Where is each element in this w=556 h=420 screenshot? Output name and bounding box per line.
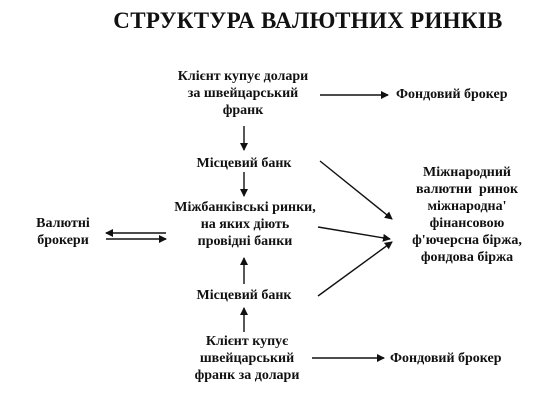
- diagram-title: СТРУКТУРА ВАЛЮТНИХ РИНКІВ: [113, 8, 503, 33]
- node-interbank-markets: Міжбанківські ринки, на яких діють прові…: [174, 200, 316, 249]
- node-client-buys-francs: Клієнт купує швейцарський франк за долар…: [194, 334, 300, 383]
- node-local-bank-bottom: Місцевий банк: [196, 288, 292, 303]
- node-international-market: Міжнародний валютни ринок міжнародна' фі…: [412, 165, 522, 265]
- node-client-buys-dollars: Клієнт купує долари за швейцарський фран…: [177, 69, 309, 118]
- node-stock-broker-bottom: Фондовий брокер: [390, 351, 502, 366]
- node-stock-broker-top: Фондовий брокер: [396, 87, 508, 102]
- arrow-interbank-to-international: [317, 226, 391, 242]
- node-local-bank-top: Місцевий банк: [196, 156, 292, 171]
- node-currency-brokers: Валютні брокери: [36, 216, 90, 248]
- arrow-local-bank-bottom-to-international: [317, 241, 393, 297]
- arrow-local-bank-top-to-international: [319, 160, 393, 220]
